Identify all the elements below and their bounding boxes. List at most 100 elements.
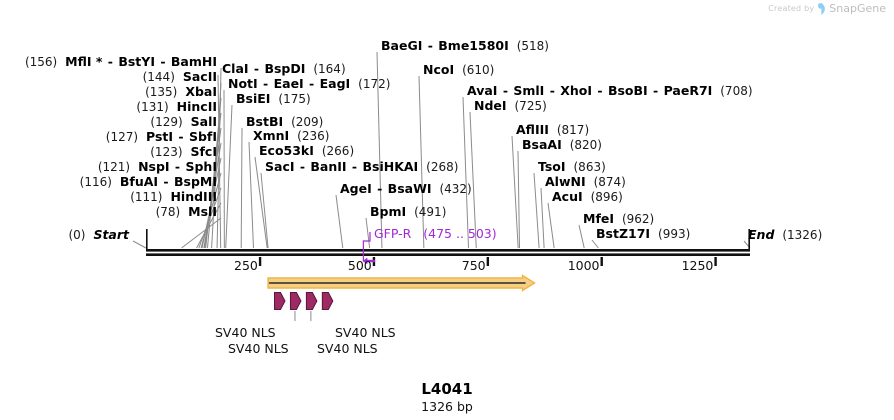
- enzyme-name[interactable]: SacI: [265, 159, 295, 174]
- enzyme-separator: -: [593, 83, 607, 98]
- enzyme-name[interactable]: PstI: [146, 129, 174, 144]
- enzyme-name[interactable]: SacII: [182, 69, 217, 84]
- enzyme-name[interactable]: BfuAI: [119, 174, 159, 189]
- enzyme-name[interactable]: NspI: [138, 159, 170, 174]
- enzyme-name[interactable]: BsaWI: [387, 181, 432, 196]
- enzyme-label-ndei[interactable]: NdeI (725): [474, 98, 547, 113]
- enzyme-name[interactable]: BspDI: [264, 61, 306, 76]
- enzyme-name[interactable]: XbaI: [185, 84, 217, 99]
- enzyme-label-acui[interactable]: AcuI (896): [552, 189, 623, 204]
- enzyme-label-saci-banii-bsihkai[interactable]: SacI - BanII - BsiHKAI (268): [265, 159, 458, 174]
- enzyme-name[interactable]: BstZ17I: [596, 226, 651, 241]
- enzyme-label-bpmi[interactable]: BpmI (491): [370, 204, 446, 219]
- enzyme-position: (266): [321, 144, 355, 158]
- enzyme-label-bstz17i[interactable]: BstZ17I (993): [596, 226, 690, 241]
- enzyme-name[interactable]: BstYI: [118, 54, 155, 69]
- enzyme-separator: -: [423, 38, 438, 53]
- enzyme-label-baegi-bme1580i[interactable]: BaeGI - Bme1580I (518): [381, 38, 549, 53]
- enzyme-name[interactable]: AcuI: [552, 189, 583, 204]
- enzyme-label-xmni[interactable]: XmnI (236): [253, 128, 329, 143]
- enzyme-label-hincii[interactable]: (131) HincII: [136, 99, 217, 114]
- enzyme-name[interactable]: BsoBI: [607, 83, 648, 98]
- axis-tick-label-500: 500: [347, 258, 372, 273]
- enzyme-name[interactable]: BsiHKAI: [362, 159, 419, 174]
- enzyme-name[interactable]: XhoI: [560, 83, 593, 98]
- enzyme-label-nspi-sphi[interactable]: (121) NspI - SphI: [97, 159, 217, 174]
- enzyme-position: (121): [97, 160, 131, 174]
- enzyme-label-mfei[interactable]: MfeI (962): [583, 211, 654, 226]
- enzyme-name[interactable]: SphI: [185, 159, 217, 174]
- enzyme-label-bsaai[interactable]: BsaAI (820): [522, 137, 602, 152]
- enzyme-label-sacii[interactable]: (144) SacII: [143, 69, 217, 84]
- orf-arrow-group[interactable]: [267, 274, 536, 292]
- enzyme-name[interactable]: BaeGI: [381, 38, 423, 53]
- enzyme-label-hindiii[interactable]: (111) HindIII: [130, 189, 217, 204]
- enzyme-name[interactable]: HindIII: [170, 189, 217, 204]
- enzyme-label-sali[interactable]: (129) SalI: [150, 114, 217, 129]
- enzyme-name[interactable]: AflIII: [516, 122, 549, 137]
- enzyme-name[interactable]: EaeI: [273, 76, 304, 91]
- terminal-label-end[interactable]: End (1326): [748, 228, 822, 242]
- enzyme-name[interactable]: BstBI: [246, 114, 284, 129]
- enzyme-label-ncoi[interactable]: NcoI (610): [423, 62, 494, 77]
- enzyme-name[interactable]: BsiEI: [236, 91, 271, 106]
- enzyme-label-tsoi[interactable]: TsoI (863): [538, 159, 606, 174]
- enzyme-name[interactable]: ClaI: [222, 61, 249, 76]
- enzyme-name[interactable]: MslI: [188, 204, 217, 219]
- enzyme-name[interactable]: BanII: [310, 159, 347, 174]
- enzyme-separator: -: [498, 83, 513, 98]
- enzyme-name[interactable]: NcoI: [423, 62, 455, 77]
- feature-arrows-group[interactable]: [274, 292, 334, 322]
- enzyme-name[interactable]: PaeR7I: [663, 83, 713, 98]
- enzyme-name[interactable]: AlwNI: [545, 174, 586, 189]
- enzyme-name[interactable]: BspMI: [173, 174, 217, 189]
- feature-label-nls-3[interactable]: SV40 NLS: [317, 341, 378, 356]
- enzyme-name[interactable]: NdeI: [474, 98, 507, 113]
- enzyme-label-bfuai-bspmi[interactable]: (116) BfuAI - BspMI: [80, 174, 217, 189]
- primer-range: (475 .. 503): [423, 226, 497, 241]
- enzyme-label-bstbi[interactable]: BstBI (209): [246, 114, 323, 129]
- enzyme-name[interactable]: SbfI: [188, 129, 217, 144]
- feature-label-nls-4[interactable]: SV40 NLS: [335, 325, 396, 340]
- enzyme-name[interactable]: XmnI: [253, 128, 290, 143]
- enzyme-label-sfci[interactable]: (123) SfcI: [150, 144, 217, 159]
- enzyme-label-psti-sbfi[interactable]: (127) PstI - SbfI: [106, 129, 217, 144]
- enzyme-label-avai-smli-xhoi-bsobi-paer7i[interactable]: AvaI - SmlI - XhoI - BsoBI - PaeR7I (708…: [467, 83, 753, 98]
- enzyme-label-agei-bsawi[interactable]: AgeI - BsaWI (432): [340, 181, 472, 196]
- enzyme-label-clai-bspdi[interactable]: ClaI - BspDI (164): [222, 61, 346, 76]
- enzyme-label-afliii[interactable]: AflIII (817): [516, 122, 589, 137]
- enzyme-name[interactable]: TsoI: [538, 159, 566, 174]
- enzyme-name[interactable]: AvaI: [467, 83, 498, 98]
- primer-label-gfp-r[interactable]: GFP-R (475 .. 503): [374, 226, 497, 241]
- enzyme-name[interactable]: MfeI: [583, 211, 615, 226]
- enzyme-name[interactable]: EagI: [319, 76, 351, 91]
- primer-marker-group[interactable]: [362, 232, 376, 265]
- enzyme-name[interactable]: HincII: [176, 99, 217, 114]
- enzyme-separator: -: [170, 159, 185, 174]
- enzyme-name[interactable]: SalI: [190, 114, 217, 129]
- enzyme-label-eco53ki[interactable]: Eco53kI (266): [259, 143, 355, 158]
- enzyme-name[interactable]: BamHI: [170, 54, 217, 69]
- primer-name[interactable]: GFP-R: [374, 226, 412, 241]
- feature-label-nls-2[interactable]: SV40 NLS: [228, 341, 289, 356]
- enzyme-label-alwni[interactable]: AlwNI (874): [545, 174, 626, 189]
- enzyme-label-noti-eaei-eagi[interactable]: NotI - EaeI - EagI (172): [228, 76, 390, 91]
- enzyme-name[interactable]: MflI *: [65, 54, 103, 69]
- enzyme-name[interactable]: BpmI: [370, 204, 407, 219]
- sequence-length: 1326 bp: [421, 399, 473, 414]
- enzyme-separator: -: [295, 159, 310, 174]
- enzyme-name[interactable]: Bme1580I: [438, 38, 509, 53]
- enzyme-label-msli[interactable]: (78) MslI: [156, 204, 217, 219]
- enzyme-name[interactable]: SmlI: [513, 83, 545, 98]
- enzyme-name[interactable]: AgeI: [340, 181, 372, 196]
- enzyme-name[interactable]: BsaAI: [522, 137, 562, 152]
- enzyme-separator: -: [304, 76, 319, 91]
- enzyme-name[interactable]: SfcI: [190, 144, 217, 159]
- enzyme-label-mfli-bstyi-bamhi[interactable]: (156) MflI * - BstYI - BamHI: [25, 54, 217, 69]
- enzyme-label-xbai[interactable]: (135) XbaI: [145, 84, 217, 99]
- terminal-label-start[interactable]: (0) Start: [68, 228, 129, 242]
- feature-label-nls-1[interactable]: SV40 NLS: [215, 325, 276, 340]
- enzyme-label-bsiei[interactable]: BsiEI (175): [236, 91, 311, 106]
- enzyme-name[interactable]: Eco53kI: [259, 143, 314, 158]
- enzyme-name[interactable]: NotI: [228, 76, 258, 91]
